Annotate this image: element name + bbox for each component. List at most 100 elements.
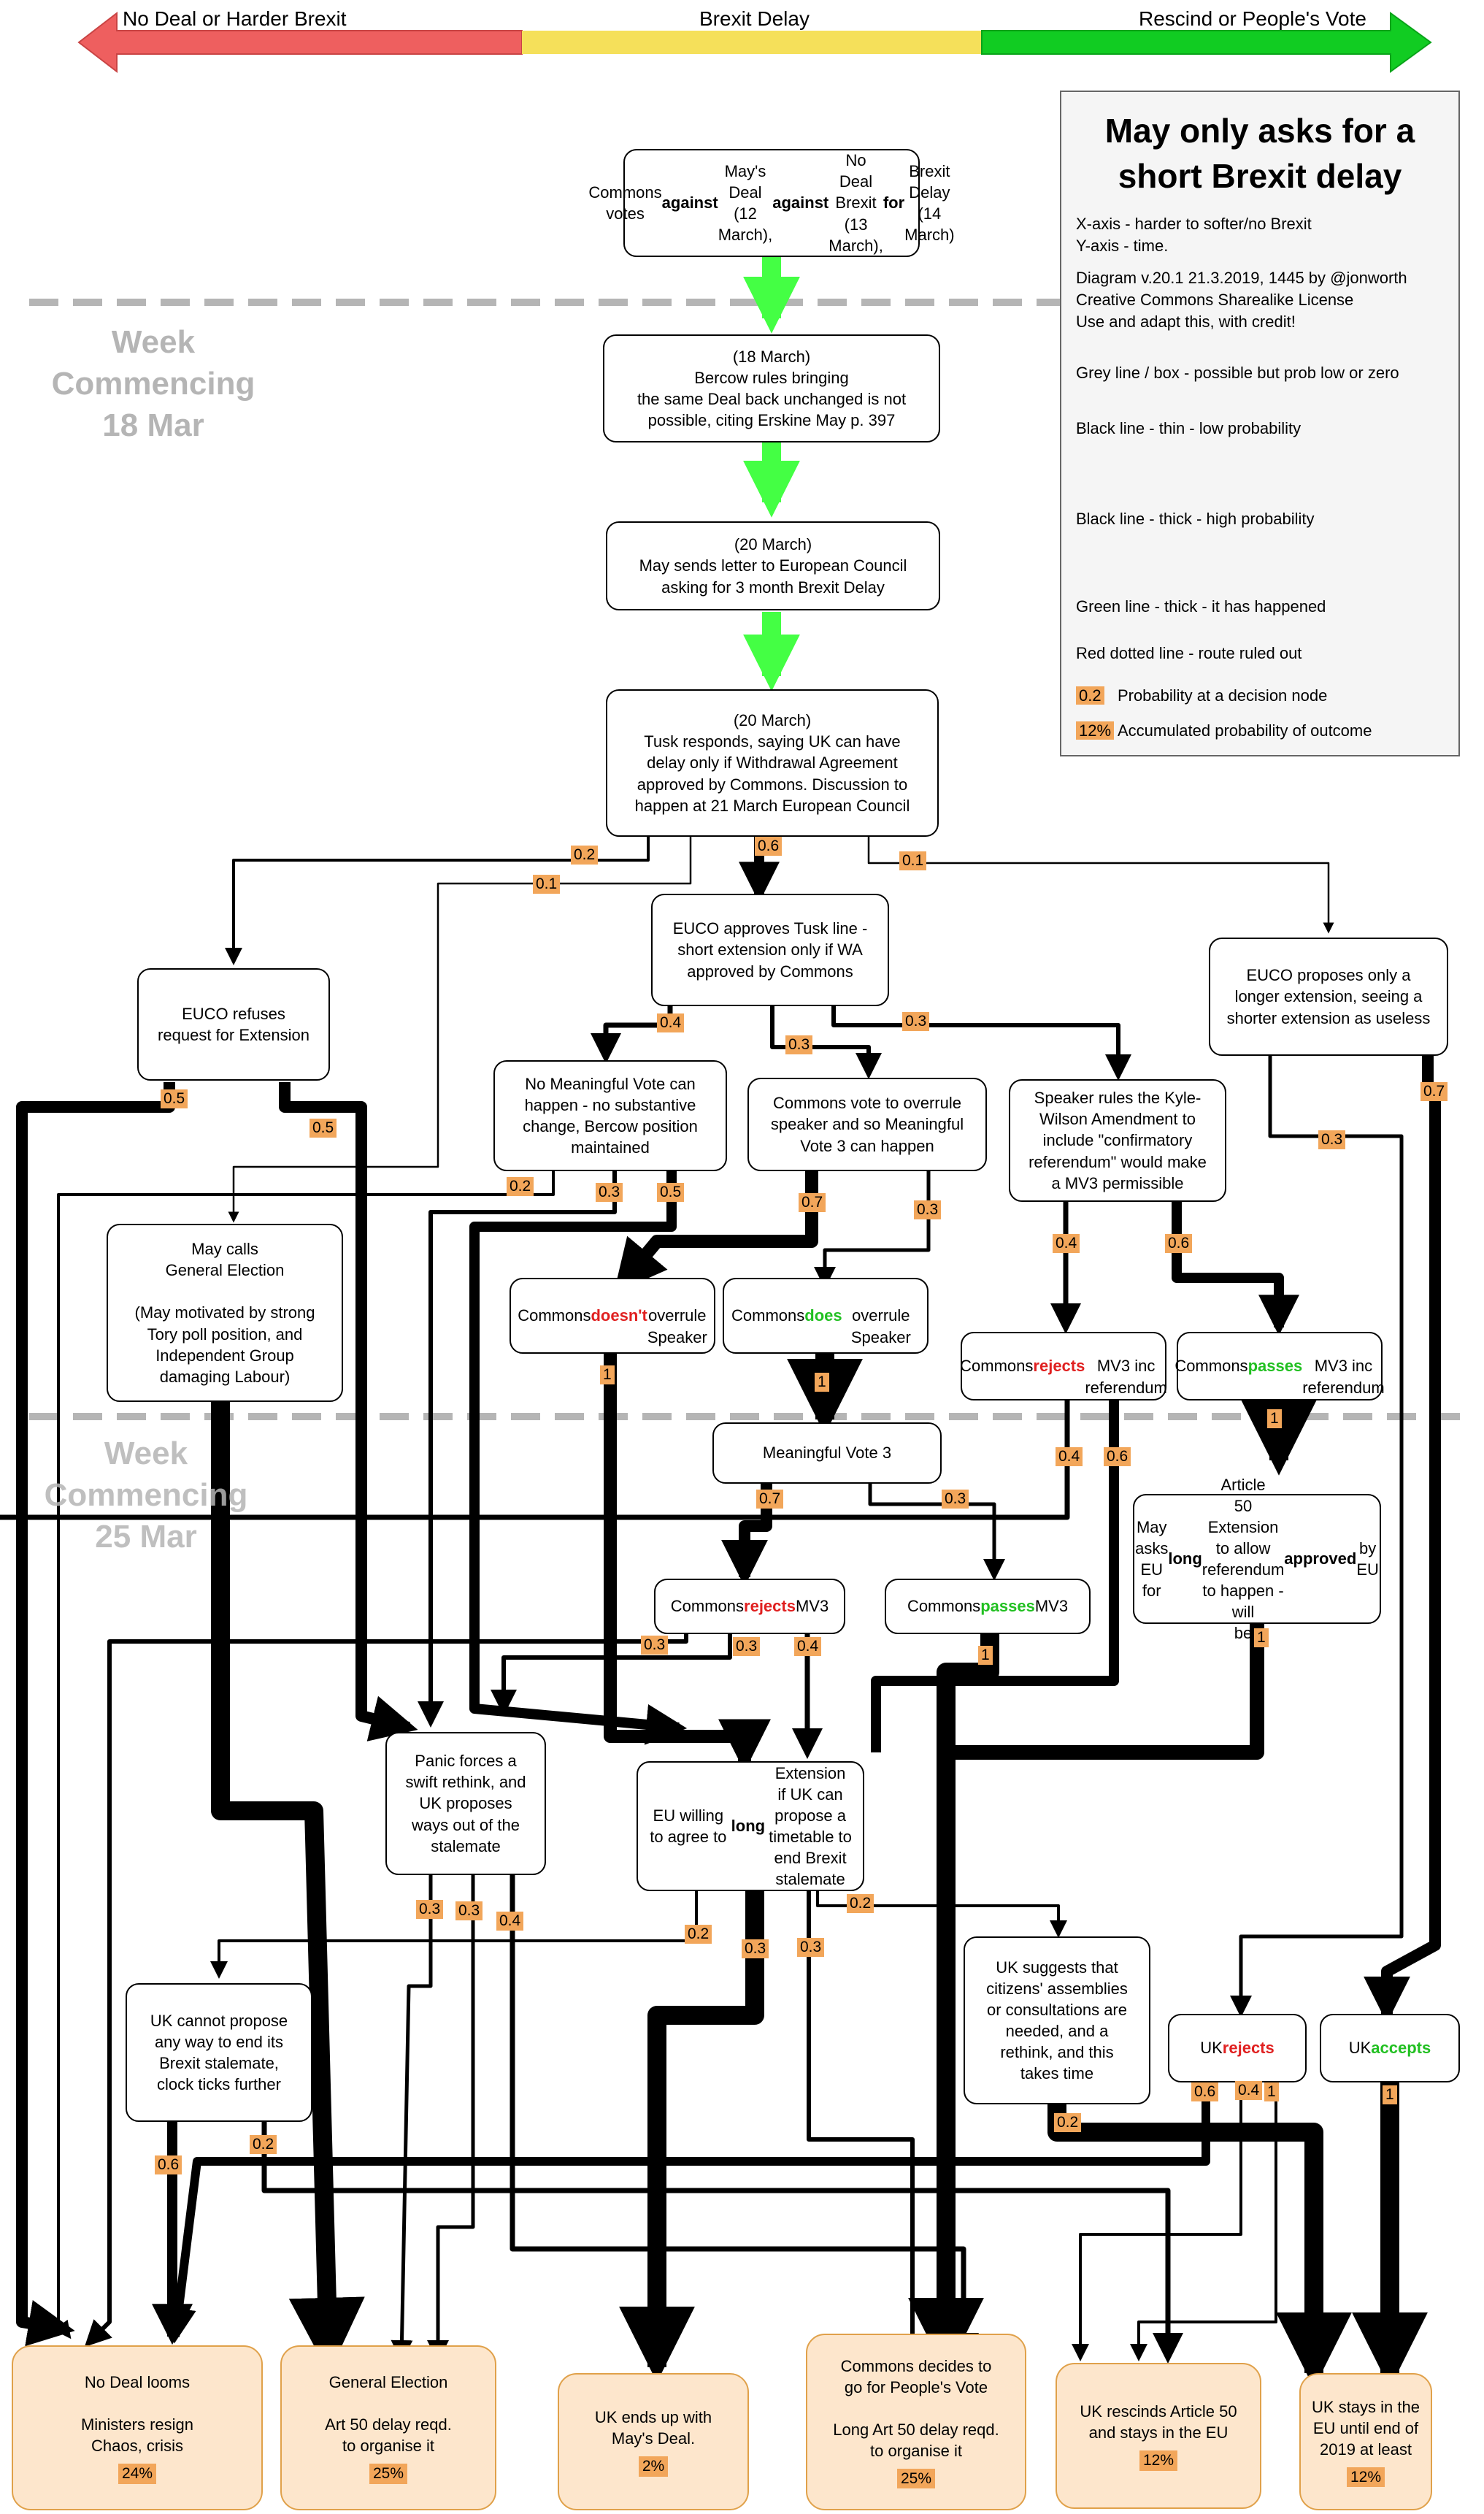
probability-label: 0.6 (155, 2155, 182, 2174)
probability-label: 0.3 (914, 1200, 942, 1219)
probability-label: 0.1 (899, 851, 927, 870)
legend-outcome-prob: 12% Accumulated probability of outcome (1076, 720, 1372, 742)
legend-panel: May only asks for a short Brexit delay X… (1060, 91, 1460, 756)
probability-label: 0.3 (641, 1636, 669, 1655)
probability-label: 0.3 (902, 1012, 930, 1031)
legend-red-label: Red dotted line - route ruled out (1076, 644, 1302, 662)
probability-label: 0.6 (1165, 1234, 1193, 1253)
axis-right-label: Rescind or People's Vote (1139, 7, 1366, 30)
probability-label: 0.3 (733, 1637, 761, 1656)
legend-node-prob: 0.2 Probability at a decision node (1076, 685, 1327, 707)
outcome-stays-in-eu-pct: 12% (1346, 2467, 1385, 2488)
probability-label: 0.2 (250, 2135, 277, 2154)
node-uk-rejects: UK rejects (1168, 2014, 1307, 2082)
probability-label: 0.4 (1053, 1234, 1080, 1253)
legend-acc-label: Accumulated probability of outcome (1117, 721, 1372, 740)
probability-label: 0.6 (1191, 2082, 1219, 2101)
probability-label: 0.1 (533, 875, 561, 894)
probability-label: 0.2 (571, 846, 599, 865)
probability-label: 0.3 (797, 1938, 825, 1957)
axis-middle-segment (522, 31, 982, 54)
legend-title: May only asks for a short Brexit delay (1104, 112, 1415, 196)
probability-label: 1 (1264, 2082, 1279, 2101)
probability-label: 0.3 (455, 1901, 483, 1920)
legend-axis-x: X-axis - harder to softer/no Brexit (1076, 215, 1312, 234)
probability-label: 0.3 (942, 1490, 969, 1509)
axis-right-segment (981, 12, 1432, 73)
node-euco-approves: EUCO approves Tusk line -short extension… (651, 894, 889, 1006)
legend-thick-label: Black line - thick - high probability (1076, 510, 1315, 528)
probability-label: 0.3 (742, 1939, 769, 1958)
probability-label: 0.3 (416, 1900, 444, 1919)
probability-label: 0.2 (847, 1894, 874, 1913)
outcome-mays-deal-pct: 2% (638, 2456, 669, 2477)
node-uk-accepts: UK accepts (1320, 2014, 1460, 2082)
outcome-no-deal-pct: 24% (118, 2464, 157, 2484)
legend-prob-badge: 0.2 (1076, 686, 1104, 705)
legend-thin-label: Black line - thin - low probability (1076, 419, 1302, 437)
probability-label: 1 (1383, 2085, 1397, 2104)
probability-label: 1 (815, 1373, 829, 1392)
legend-grey-label: Grey line / box - possible but prob low … (1076, 364, 1399, 382)
probability-label: 0.4 (657, 1013, 685, 1032)
legend-credit-version: Diagram v.20.1 21.3.2019, 1445 by @jonwo… (1076, 269, 1407, 287)
probability-label: 0.3 (596, 1183, 623, 1202)
probability-label: 0.5 (310, 1119, 337, 1138)
node-commons-rejects-mv3: Commons rejects MV3 (654, 1579, 845, 1634)
probability-label: 1 (600, 1365, 615, 1384)
outcome-peoples-vote-pct: 25% (896, 2468, 936, 2489)
probability-label: 0.6 (1104, 1447, 1131, 1466)
outcome-rescind-a50-pct: 12% (1139, 2450, 1178, 2471)
probability-label: 0.2 (685, 1925, 712, 1944)
probability-label: 0.2 (507, 1177, 534, 1196)
node-kyle-wilson: Speaker rules the Kyle-Wilson Amendment … (1009, 1079, 1226, 1202)
probability-label: 0.6 (755, 837, 783, 856)
node-may-letter: (20 March)May sends letter to European C… (606, 521, 940, 610)
probability-label: 0.3 (1318, 1130, 1346, 1149)
legend-prob-label: Probability at a decision node (1117, 686, 1328, 705)
outcome-general-election-pct: 25% (369, 2464, 408, 2484)
legend-credit-use: Use and adapt this, with credit! (1076, 312, 1296, 331)
probability-label: 0.4 (794, 1637, 822, 1656)
probability-label: 0.5 (657, 1183, 685, 1202)
probability-label: 0.4 (1235, 2081, 1263, 2100)
probability-label: 0.4 (1056, 1447, 1083, 1466)
node-commons-passes-mv3: Commons passes MV3 (885, 1579, 1091, 1634)
axis-arrow (77, 11, 1432, 74)
node-tusk-response: (20 March)Tusk responds, saying UK can h… (606, 689, 939, 837)
week-label-18-mar: Week Commencing 18 Mar (51, 324, 255, 444)
legend-axis-y: Y-axis - time. (1076, 237, 1169, 256)
probability-label: 0.4 (496, 1912, 524, 1931)
legend-acc-badge: 12% (1076, 721, 1115, 740)
legend-green-label: Green line - thick - it has happened (1076, 597, 1326, 616)
probability-label: 1 (1267, 1409, 1282, 1428)
axis-middle-label: Brexit Delay (699, 7, 810, 30)
node-meaningful-vote-3: Meaningful Vote 3 (712, 1422, 942, 1484)
probability-label: 0.7 (756, 1490, 784, 1509)
probability-label: 0.2 (1054, 2113, 1082, 2132)
